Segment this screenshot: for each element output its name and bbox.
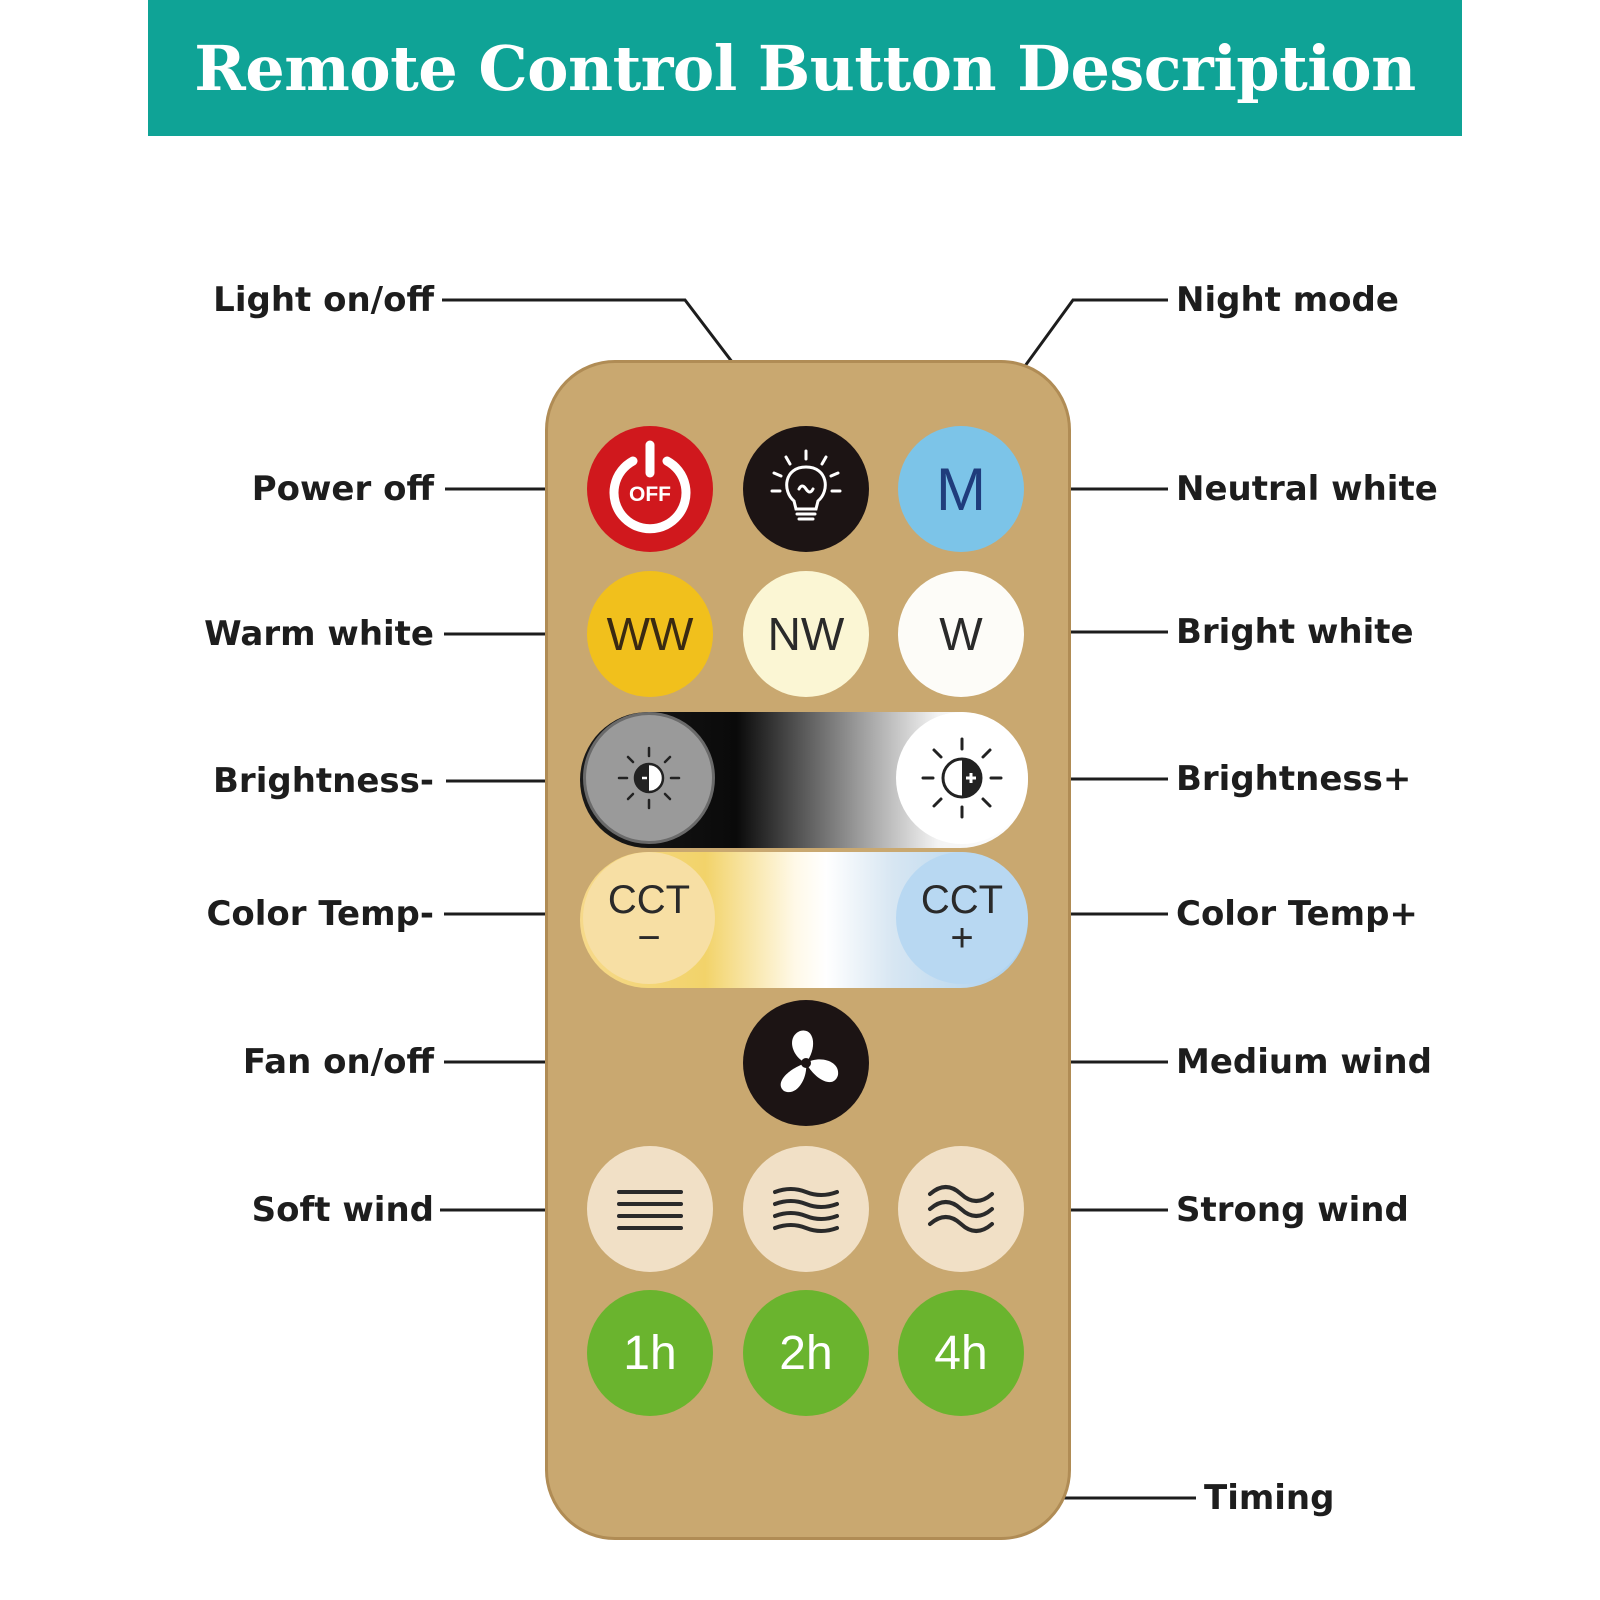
strong-wind-button[interactable] [898, 1146, 1024, 1272]
cct-plus-label: CCT [920, 878, 1004, 922]
strong-wind-icon [928, 1185, 994, 1233]
power-off-button[interactable]: OFF [587, 426, 713, 552]
label-neutral-white: Neutral white [1176, 469, 1438, 509]
cct-minus-label: CCT [607, 878, 691, 922]
label-medium-wind: Medium wind [1176, 1042, 1432, 1082]
banner-title: Remote Control Button Description [194, 31, 1416, 105]
label-timing: Timing [1204, 1478, 1335, 1518]
label-fan-onoff: Fan on/off [242, 1042, 434, 1082]
neutral-white-button[interactable]: NW [743, 571, 869, 697]
soft-wind-button[interactable] [587, 1146, 713, 1272]
warm-white-button[interactable]: WW [587, 571, 713, 697]
power-off-text: OFF [629, 483, 671, 506]
brightness-plus-button[interactable] [896, 712, 1028, 844]
timer-4h-text: 4h [934, 1326, 988, 1380]
label-soft-wind: Soft wind [251, 1190, 434, 1230]
label-brightness-plus: Brightness+ [1176, 759, 1412, 799]
label-color-temp-minus: Color Temp- [206, 894, 434, 934]
night-mode-text: M [936, 455, 986, 523]
title-banner: Remote Control Button Description [148, 0, 1462, 136]
fan-onoff-button[interactable] [743, 1000, 869, 1126]
medium-wind-button[interactable] [743, 1146, 869, 1272]
medium-wind-icon [773, 1187, 839, 1233]
brightness-minus-button[interactable] [583, 712, 715, 844]
label-power-off: Power off [251, 469, 434, 509]
light-bulb-icon [770, 449, 842, 521]
warm-white-text: WW [606, 608, 694, 660]
label-night-mode: Night mode [1176, 280, 1399, 320]
brightness-plus-icon [921, 737, 1003, 819]
label-warm-white: Warm white [204, 614, 434, 654]
timer-1h-button[interactable]: 1h [587, 1290, 713, 1416]
label-strong-wind: Strong wind [1176, 1190, 1409, 1230]
timer-1h-text: 1h [623, 1326, 677, 1380]
cct-minus-sign: − [637, 916, 661, 960]
bright-white-text: W [939, 608, 983, 660]
fan-icon [780, 1030, 839, 1093]
cct-plus-sign: + [950, 916, 974, 960]
label-light-onoff: Light on/off [213, 280, 434, 320]
label-bright-white: Bright white [1176, 612, 1414, 652]
timer-2h-button[interactable]: 2h [743, 1290, 869, 1416]
light-onoff-button[interactable] [743, 426, 869, 552]
color-temp-minus-button[interactable]: CCT − [583, 852, 715, 984]
neutral-white-text: NW [767, 608, 845, 660]
bright-white-button[interactable]: W [898, 571, 1024, 697]
timer-4h-button[interactable]: 4h [898, 1290, 1024, 1416]
timer-2h-text: 2h [779, 1326, 833, 1380]
color-temp-plus-button[interactable]: CCT + [896, 852, 1028, 984]
label-brightness-minus: Brightness- [213, 761, 434, 801]
brightness-minus-icon [617, 746, 681, 810]
soft-wind-icon [617, 1190, 683, 1230]
night-mode-button[interactable]: M [898, 426, 1024, 552]
label-color-temp-plus: Color Temp+ [1176, 894, 1418, 934]
power-icon: OFF [609, 440, 691, 534]
